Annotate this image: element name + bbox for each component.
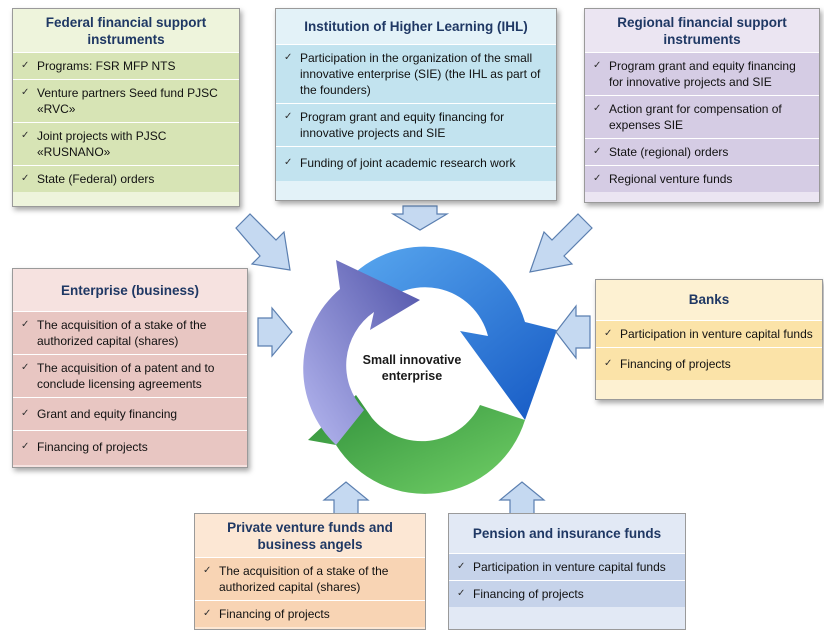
- federal-item-text: Programs: FSR MFP NTS: [37, 59, 176, 73]
- federal-item: ✓ Joint projects with PJSC «RUSNANO»: [13, 122, 239, 165]
- banks-item-text: Participation in venture capital funds: [620, 327, 813, 341]
- check-icon: ✓: [593, 173, 602, 184]
- regional-item-text: Action grant for compensation of expense…: [609, 102, 782, 132]
- pension-item-text: Participation in venture capital funds: [473, 560, 666, 574]
- federal-items: ✓ Programs: FSR MFP NTS ✓ Venture partners…: [13, 52, 239, 192]
- check-icon: ✓: [593, 103, 602, 114]
- check-icon: ✓: [21, 173, 30, 184]
- pension-box: Pension and insurance funds ✓ Participati…: [448, 513, 686, 630]
- ihl-box: Institution of Higher Learning (IHL) ✓ Pa…: [275, 8, 557, 201]
- ihl-title: Institution of Higher Learning (IHL): [304, 19, 528, 34]
- regional-items: ✓ Program grant and equity financing for …: [585, 52, 819, 192]
- check-icon: ✓: [604, 328, 613, 339]
- ihl-items: ✓ Participation in the organization of th…: [276, 44, 556, 181]
- banks-item: ✓ Participation in venture capital funds: [596, 320, 822, 347]
- enterprise-item: ✓ Grant and equity financing: [13, 397, 247, 430]
- check-icon: ✓: [284, 111, 293, 122]
- regional-item-text: Regional venture funds: [609, 172, 733, 186]
- pension-item-text: Financing of projects: [473, 587, 584, 601]
- check-icon: ✓: [21, 130, 30, 141]
- check-icon: ✓: [457, 588, 466, 599]
- check-icon: ✓: [203, 565, 212, 576]
- check-icon: ✓: [284, 157, 293, 168]
- regional-item: ✓ Action grant for compensation of expens…: [585, 95, 819, 138]
- pension-item: ✓ Financing of projects: [449, 580, 685, 607]
- check-icon: ✓: [604, 358, 613, 369]
- enterprise-item: ✓ The acquisition of a patent and to conc…: [13, 354, 247, 397]
- arrow-from-ihl: [390, 205, 450, 231]
- regional-box: Regional financial support instruments ✓…: [584, 8, 820, 203]
- check-icon: ✓: [284, 52, 293, 63]
- federal-item-text: Venture partners Seed fund PJSC «RVC»: [37, 86, 218, 116]
- check-icon: ✓: [593, 146, 602, 157]
- enterprise-title: Enterprise (business): [60, 283, 200, 298]
- input-arrows: [235, 205, 593, 515]
- regional-item-text: Program grant and equity financing for i…: [609, 59, 796, 89]
- ihl-item: ✓ Program grant and equity financing for …: [276, 103, 556, 146]
- ihl-item-text: Participation in the organization of the…: [300, 51, 541, 97]
- center-label: Small innovative enterprise: [352, 352, 472, 384]
- private-items: ✓ The acquisition of a stake of the autho…: [195, 557, 425, 627]
- arrow-from-enterprise: [257, 306, 293, 358]
- enterprise-item-text: Grant and equity financing: [37, 407, 178, 421]
- ihl-item-text: Funding of joint academic research work: [300, 156, 516, 170]
- banks-box: Banks ✓ Participation in venture capital …: [595, 279, 823, 400]
- regional-item: ✓ Program grant and equity financing for …: [585, 52, 819, 95]
- enterprise-item-text: The acquisition of a stake of the author…: [37, 318, 207, 348]
- enterprise-items: ✓ The acquisition of a stake of the autho…: [13, 311, 247, 465]
- arrow-from-federal: [235, 213, 291, 271]
- arrow-from-private: [322, 481, 370, 515]
- cycle-arrows: [303, 246, 557, 494]
- federal-item: ✓ State (Federal) orders: [13, 165, 239, 192]
- pension-item: ✓ Participation in venture capital funds: [449, 553, 685, 580]
- arrow-from-regional: [529, 213, 593, 273]
- check-icon: ✓: [21, 408, 30, 419]
- federal-item-text: Joint projects with PJSC «RUSNANO»: [37, 129, 167, 159]
- federal-item: ✓ Venture partners Seed fund PJSC «RVC»: [13, 79, 239, 122]
- private-title: Private venture funds and business angel…: [227, 520, 393, 552]
- federal-item: ✓ Programs: FSR MFP NTS: [13, 52, 239, 79]
- enterprise-item: ✓ The acquisition of a stake of the autho…: [13, 311, 247, 354]
- check-icon: ✓: [21, 60, 30, 71]
- check-icon: ✓: [457, 561, 466, 572]
- check-icon: ✓: [21, 319, 30, 330]
- federal-title: Federal financial support instruments: [45, 15, 207, 47]
- private-item: ✓ Financing of projects: [195, 600, 425, 627]
- enterprise-box: Enterprise (business) ✓ The acquisition o…: [12, 268, 248, 468]
- check-icon: ✓: [203, 608, 212, 619]
- ihl-item: ✓ Funding of joint academic research work: [276, 146, 556, 181]
- regional-title: Regional financial support instruments: [617, 15, 787, 47]
- check-icon: ✓: [593, 60, 602, 71]
- enterprise-item: ✓ Financing of projects: [13, 430, 247, 465]
- regional-item: ✓ Regional venture funds: [585, 165, 819, 192]
- federal-box: Federal financial support instruments ✓ P…: [12, 8, 240, 207]
- private-item-text: The acquisition of a stake of the author…: [219, 564, 389, 594]
- enterprise-item-text: The acquisition of a patent and to concl…: [37, 361, 215, 391]
- center-label-line1: Small innovative: [362, 353, 462, 367]
- banks-items: ✓Participation in venture capital funds …: [596, 320, 822, 380]
- regional-item: ✓ State (regional) orders: [585, 138, 819, 165]
- pension-title: Pension and insurance funds: [472, 526, 662, 541]
- pension-items: ✓Participation in venture capital funds …: [449, 553, 685, 607]
- center-label-line2: enterprise: [381, 369, 443, 383]
- enterprise-item-text: Financing of projects: [37, 440, 148, 454]
- regional-item-text: State (regional) orders: [609, 145, 729, 159]
- arrow-from-pension: [498, 481, 546, 515]
- check-icon: ✓: [21, 362, 30, 373]
- cycle-segment-green: [308, 395, 525, 494]
- banks-title: Banks: [688, 292, 730, 307]
- private-item: ✓ The acquisition of a stake of the autho…: [195, 557, 425, 600]
- ihl-item-text: Program grant and equity financing for i…: [300, 110, 505, 140]
- federal-item-text: State (Federal) orders: [37, 172, 155, 186]
- private-item-text: Financing of projects: [219, 607, 330, 621]
- arrow-from-banks: [555, 304, 591, 360]
- private-box: Private venture funds and business angel…: [194, 513, 426, 630]
- cycle-segment-purple: [303, 260, 420, 445]
- ihl-item: ✓ Participation in the organization of th…: [276, 44, 556, 103]
- check-icon: ✓: [21, 87, 30, 98]
- banks-item-text: Financing of projects: [620, 357, 731, 371]
- check-icon: ✓: [21, 441, 30, 452]
- banks-item: ✓ Financing of projects: [596, 347, 822, 380]
